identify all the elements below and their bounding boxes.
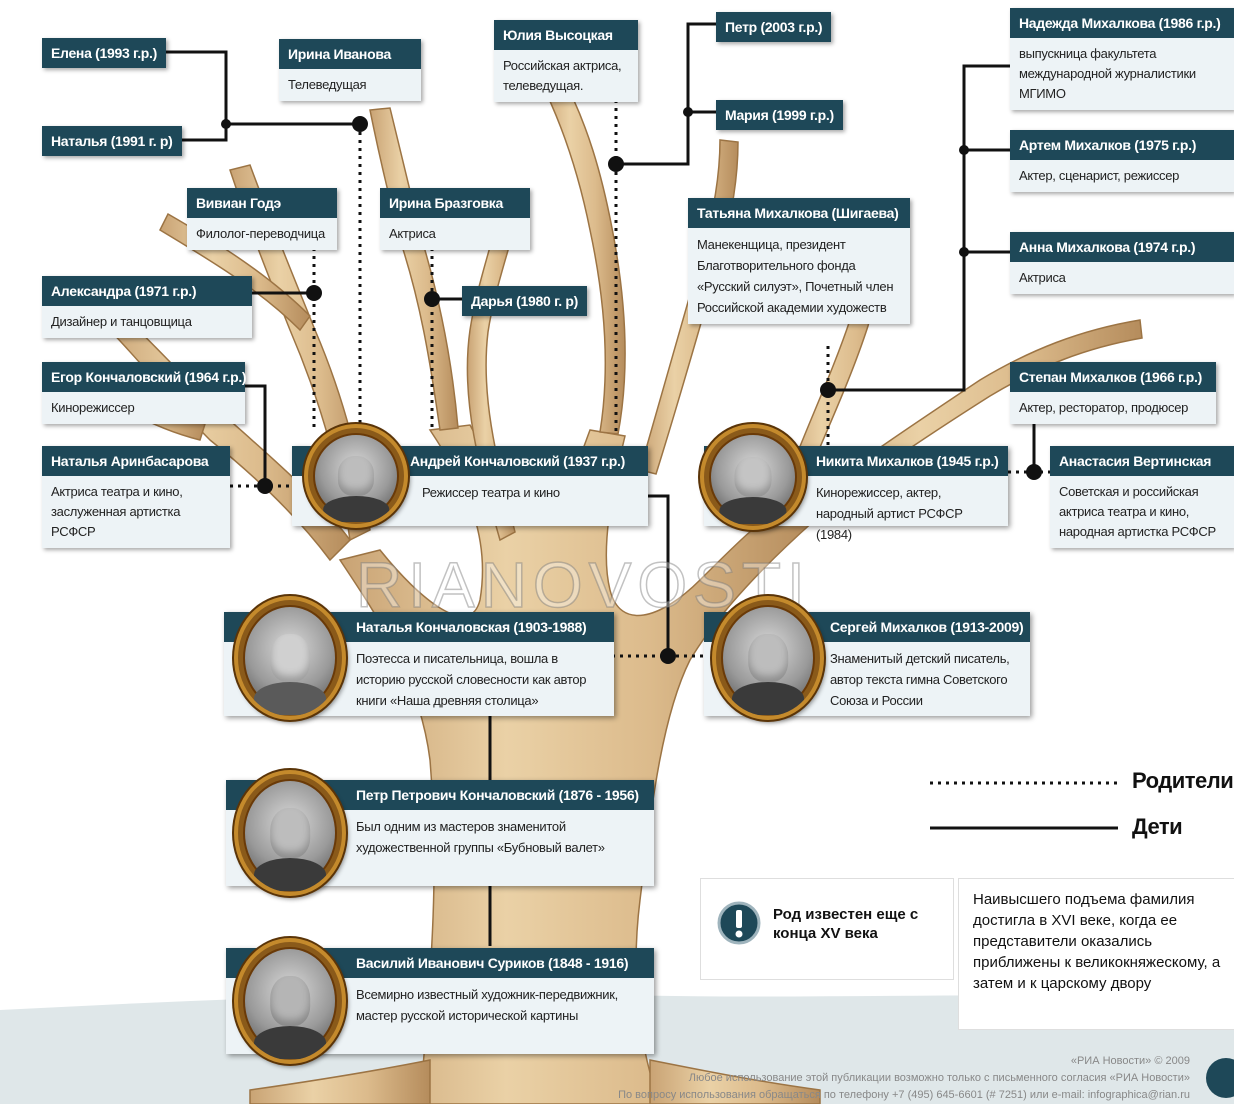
note-origin: Род известен еще с конца XV века (773, 906, 919, 942)
person-yulia: Юлия Высоцкая Российская актриса, телеве… (494, 20, 638, 102)
person-name: Татьяна Михалкова (Шигаева) (688, 198, 910, 228)
person-anna: Анна Михалкова (1974 г.р.) Актриса (1010, 232, 1234, 294)
person-desc: Актриса театра и кино, заслуженная артис… (51, 484, 183, 539)
person-name: Наталья Аринбасарова (42, 446, 230, 476)
person-desc: Знаменитый детский писатель, автор текст… (830, 651, 1010, 708)
person-desc: Актер, сценарист, режиссер (1019, 168, 1180, 183)
person-darya: Дарья (1980 г. р) (462, 286, 587, 316)
person-tatyana: Татьяна Михалкова (Шигаева) Манекенщица,… (688, 198, 910, 324)
person-desc: Поэтесса и писательница, вошла в историю… (356, 651, 587, 708)
legend-parents: Родители (1132, 768, 1234, 793)
person-desc: Кинорежиссер, актер, народный артист РСФ… (816, 485, 963, 542)
person-desc: Филолог-переводчица (196, 226, 325, 241)
exclamation-icon (717, 901, 761, 945)
watermark: RIANOVOSTI (355, 548, 811, 622)
person-vertinskaya: Анастасия Вертинская Советская и российс… (1050, 446, 1234, 548)
person-desc: Был одним из мастеров знаменитой художес… (356, 819, 605, 855)
person-name: Юлия Высоцкая (494, 20, 638, 50)
connectors (156, 22, 1118, 946)
person-name: Степан Михалков (1966 г.р.) (1010, 362, 1216, 392)
connector-dots (221, 107, 1042, 664)
portrait-nikita (700, 424, 806, 530)
person-desc: Кинорежиссер (51, 400, 135, 415)
person-name: Надежда Михалкова (1986 г.р.) (1010, 8, 1234, 38)
person-egor: Егор Кончаловский (1964 г.р.) Кинорежисс… (42, 362, 247, 424)
person-irina-ivanova: Ирина Иванова Телеведущая (279, 39, 421, 101)
person-nadezhda: Надежда Михалкова (1986 г.р.) выпускница… (1010, 8, 1234, 110)
info-box-history: Наивысшего подъема фамилия достигла в XV… (958, 878, 1234, 1030)
person-alexandra: Александра (1971 г.р.) Дизайнер и танцов… (42, 276, 252, 338)
credit-usage: Любое использование этой публикации возм… (688, 1072, 1190, 1084)
portrait-sergei (712, 596, 824, 720)
portrait-petr-petrovich (234, 770, 346, 896)
portrait-surikov (234, 938, 346, 1064)
person-petr-2003: Петр (2003 г.р.) (716, 12, 832, 42)
credit-contact: По вопросу использования обращаться по т… (618, 1089, 1190, 1101)
person-desc: Телеведущая (288, 77, 367, 92)
person-elena: Елена (1993 г.р.) (42, 38, 166, 68)
person-maria: Мария (1999 г.р.) (716, 100, 843, 130)
credit-copyright: «РИА Новости» © 2009 (1070, 1055, 1190, 1067)
person-natalya-1991: Наталья (1991 г. р) (42, 126, 182, 156)
person-name: Анна Михалкова (1974 г.р.) (1010, 232, 1234, 262)
person-desc: Актриса (389, 226, 436, 241)
person-name: Артем Михалков (1975 г.р.) (1010, 130, 1234, 160)
person-vivian: Вивиан Годэ Филолог-переводчица (187, 188, 337, 250)
portrait-andrei (304, 424, 408, 528)
person-irina-b: Ирина Бразговка Актриса (380, 188, 530, 250)
person-desc: Дизайнер и танцовщица (51, 314, 192, 329)
person-name: Ирина Иванова (279, 39, 421, 69)
person-desc: выпускница факультета международной журн… (1019, 46, 1196, 101)
portrait-konchalovskaya (234, 596, 346, 720)
note-history: Наивысшего подъема фамилия достигла в XV… (973, 891, 1221, 992)
person-desc: Режиссер театра и кино (422, 485, 560, 500)
person-arinbasarova: Наталья Аринбасарова Актриса театра и ки… (42, 446, 230, 548)
person-desc: Манекенщица, президент Благотворительног… (697, 237, 894, 315)
person-desc: Всемирно известный художник-передвижник,… (356, 987, 618, 1023)
person-desc: Актриса (1019, 270, 1066, 285)
person-desc: Советская и российская актриса театра и … (1059, 484, 1216, 539)
person-name: Ирина Бразговка (380, 188, 530, 218)
person-name: Вивиан Годэ (187, 188, 337, 218)
ria-logo-icon (1206, 1058, 1234, 1098)
person-name: Александра (1971 г.р.) (42, 276, 252, 306)
person-desc: Российская актриса, телеведущая. (503, 58, 622, 93)
info-box-origin: Род известен еще с конца XV века (700, 878, 954, 980)
person-name: Анастасия Вертинская (1050, 446, 1234, 476)
person-stepan: Степан Михалков (1966 г.р.) Актер, ресто… (1010, 362, 1216, 424)
person-artem: Артем Михалков (1975 г.р.) Актер, сценар… (1010, 130, 1234, 192)
person-desc: Актер, ресторатор, продюсер (1019, 400, 1189, 415)
person-name: Егор Кончаловский (1964 г.р.) (42, 362, 247, 392)
legend-children: Дети (1132, 814, 1183, 839)
